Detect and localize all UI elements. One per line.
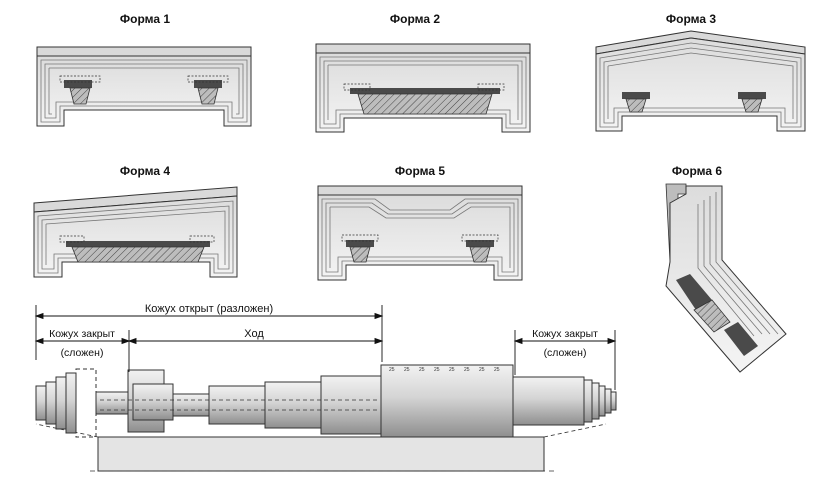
fold-mark: 25 xyxy=(449,367,455,373)
form-2-cover xyxy=(315,43,531,133)
form-4-cover xyxy=(33,186,238,278)
form-4-title: Форма 4 xyxy=(120,164,170,178)
form-5-cover xyxy=(317,185,523,281)
shaft-assembly: 25 25 25 25 25 25 25 25 xyxy=(35,364,617,472)
fold-mark: 25 xyxy=(434,367,440,373)
dim-cover-open-label: Кожух открыт (разложен) xyxy=(145,303,273,315)
form-3-cover xyxy=(595,30,806,132)
fold-mark: 25 xyxy=(404,367,410,373)
form-3-title: Форма 3 xyxy=(666,12,716,26)
dim-cover-closed-right-sub: (сложен) xyxy=(544,347,587,359)
fold-mark: 25 xyxy=(389,367,395,373)
dim-cover-closed-left-label: Кожух закрыт xyxy=(49,328,115,340)
fold-marks: 25 25 25 25 25 25 25 25 xyxy=(389,367,500,373)
dim-cover-closed-right-label: Кожух закрыт xyxy=(532,328,598,340)
form-3: Форма 3 xyxy=(595,12,806,132)
fold-mark: 25 xyxy=(419,367,425,373)
fold-mark: 25 xyxy=(464,367,470,373)
form-2: Форма 2 xyxy=(315,12,531,133)
fold-mark: 25 xyxy=(479,367,485,373)
form-5: Форма 5 xyxy=(317,164,523,281)
dim-cover-closed-left-sub: (сложен) xyxy=(61,347,104,359)
form-6-title: Форма 6 xyxy=(672,164,722,178)
dim-travel-label: Ход xyxy=(244,328,264,340)
form-5-title: Форма 5 xyxy=(395,164,445,178)
form-1-cover xyxy=(36,46,252,127)
dimension-lines xyxy=(34,305,617,390)
form-1: Форма 1 xyxy=(36,12,252,127)
form-4: Форма 4 xyxy=(33,164,238,278)
dimension-labels: Кожух открыт (разложен) Кожух закрыт (сл… xyxy=(49,303,598,359)
fold-mark: 25 xyxy=(494,367,500,373)
form-1-title: Форма 1 xyxy=(120,12,170,26)
form-6: Форма 6 xyxy=(665,164,787,373)
form-6-cover xyxy=(665,183,787,373)
form-2-title: Форма 2 xyxy=(390,12,440,26)
